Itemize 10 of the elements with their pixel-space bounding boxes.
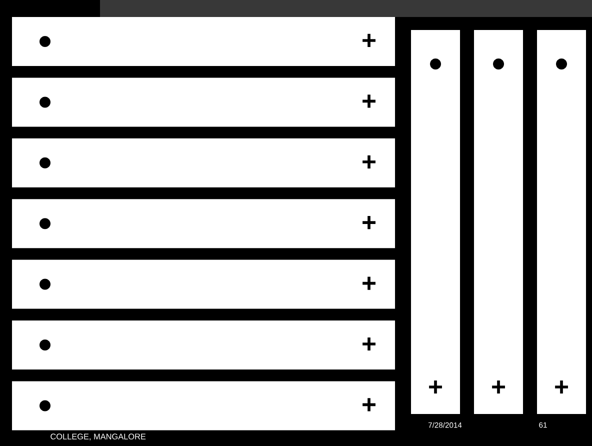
cell-bar: +	[411, 30, 460, 414]
cell-bar: +	[12, 78, 396, 127]
cell-bar: +	[12, 260, 396, 309]
cell-bar: +	[12, 381, 396, 430]
cell-bar: +	[537, 30, 586, 414]
cell-bar: +	[474, 30, 523, 414]
cell-bar: +	[12, 17, 396, 66]
cell-bar: +	[12, 138, 396, 188]
cell-bar: +	[12, 199, 396, 248]
cell-bar: +	[12, 320, 396, 370]
